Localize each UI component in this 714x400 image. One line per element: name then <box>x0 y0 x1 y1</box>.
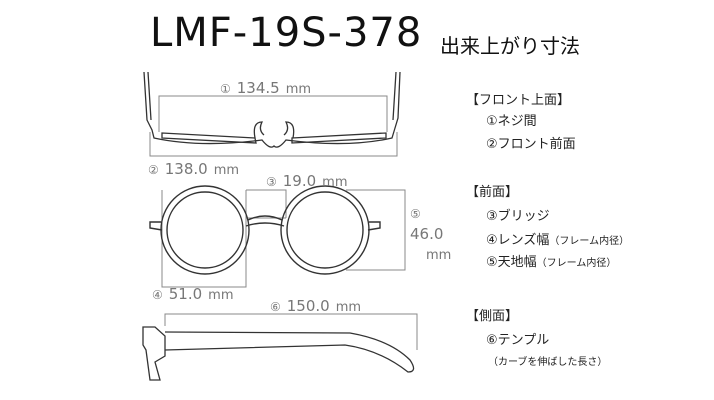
legend-note: （フレーム内径） <box>549 236 630 247</box>
dim-unit: mm <box>335 300 362 315</box>
legend-item-label: ⑤天地幅 <box>486 255 537 270</box>
legend-note: （カーブを伸ばした長さ） <box>488 353 607 369</box>
legend-item: ①ネジ間 <box>486 114 537 129</box>
dim-number: ① <box>220 82 231 96</box>
dim-value: 150.0 <box>286 297 330 315</box>
dimension-screw-distance: ① 134.5 mm <box>220 79 311 97</box>
legend-note: （フレーム内径） <box>536 258 617 269</box>
dimension-lens-width: ④ 51.0 mm <box>152 285 234 303</box>
front-view-glasses <box>149 185 381 275</box>
subtitle: 出来上がり寸法 <box>440 34 580 58</box>
legend-item: ⑥テンプル <box>486 333 550 348</box>
dim-number: ④ <box>152 288 163 302</box>
dimension-bridge: ③ 19.0 mm <box>266 172 348 190</box>
dim-number: ② <box>148 163 159 177</box>
dim-number: ⑥ <box>270 300 281 314</box>
dim-unit: mm <box>285 82 312 97</box>
legend-item: ④レンズ幅（フレーム内径） <box>486 229 629 248</box>
dim-value: 46.0 <box>410 225 444 243</box>
legend-item-label: ④レンズ幅 <box>486 233 550 248</box>
dim-unit: mm <box>426 248 452 263</box>
product-code-title: LMF-19S-378 <box>150 10 423 56</box>
dim-unit: mm <box>322 175 348 190</box>
dimension-lens-height: ⑤ 46.0 mm <box>410 203 451 266</box>
dim-value: 19.0 <box>282 172 317 190</box>
dim-value: 134.5 <box>236 79 280 97</box>
dim-number: ③ <box>266 175 277 189</box>
legend-item: ②フロント前面 <box>486 137 576 152</box>
side-view-glasses <box>142 326 415 381</box>
legend-item: ⑤天地幅（フレーム内径） <box>486 251 616 270</box>
dim-unit: mm <box>208 288 234 303</box>
legend-note-text: （カーブを伸ばした長さ） <box>488 357 608 368</box>
dimension-temple: ⑥ 150.0 mm <box>270 297 361 315</box>
legend-heading-front-top: 【フロント上面】 <box>466 93 571 108</box>
legend-heading-front: 【前面】 <box>466 185 519 200</box>
legend-heading-side: 【側面】 <box>466 309 519 324</box>
dim-value: 51.0 <box>168 285 203 303</box>
dim-number: ⑤ <box>410 207 421 221</box>
measure-lines <box>149 95 418 350</box>
dim-value: 138.0 <box>164 160 208 178</box>
legend-item: ③ブリッジ <box>486 209 550 224</box>
top-view-glasses <box>143 71 401 148</box>
dimension-front-width: ② 138.0 mm <box>148 160 239 178</box>
dim-unit: mm <box>213 163 240 178</box>
